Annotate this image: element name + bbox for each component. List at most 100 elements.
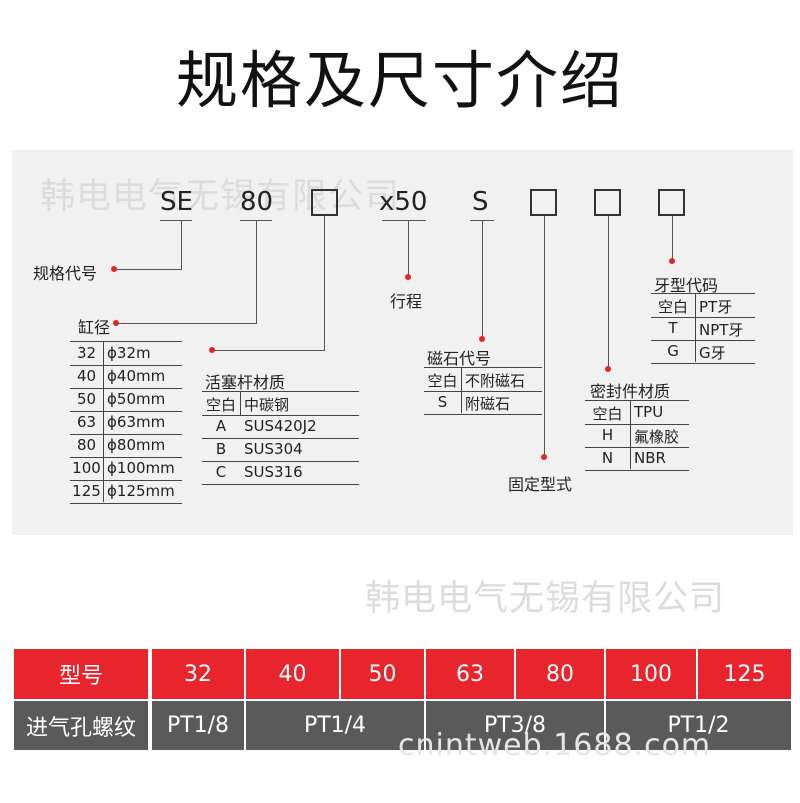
model-cell-32: 32	[152, 649, 244, 699]
bore_table-code-5: 100	[72, 459, 101, 477]
rod_table-value-2: SUS304	[244, 440, 303, 458]
label-mount: 固定型式	[508, 475, 573, 494]
rod_table-code-3: C	[215, 463, 227, 481]
bore_table-value-4: ϕ80mm	[107, 436, 166, 454]
code-stroke: x50	[379, 187, 428, 217]
model-cell-50: 50	[341, 649, 424, 699]
dot-seal	[605, 366, 611, 372]
seal_table-value-1: 氟橡胶	[634, 428, 680, 446]
thread_table-code-0: 空白	[657, 298, 688, 316]
bore_table-row-line-5	[70, 480, 182, 481]
connector-stroke	[408, 220, 409, 276]
underline-stroke	[382, 220, 426, 221]
port-cell-3: PT1/2	[606, 701, 791, 750]
code-magnet: S	[472, 187, 489, 217]
connector-seal	[608, 216, 609, 368]
model-cell-100: 100	[606, 649, 696, 699]
label-bore: 缸径	[78, 318, 111, 337]
label-stroke: 行程	[390, 292, 423, 311]
bore_table-value-2: ϕ50mm	[107, 390, 166, 408]
code-box-rod	[311, 189, 338, 216]
watermark-url: cnintweb.1688.com	[398, 728, 712, 763]
connector-rod-h	[214, 350, 325, 351]
bore_table-value-3: ϕ63mm	[107, 413, 166, 431]
rod_table-code-2: B	[215, 440, 227, 458]
magnet-table-divider	[461, 367, 462, 413]
connector-thread	[672, 216, 673, 260]
seal_table-code-2: N	[601, 449, 614, 467]
bore_table-row-line-6	[70, 503, 182, 504]
connector-magnet	[482, 220, 483, 338]
seal-table-top	[585, 400, 689, 401]
bore_table-row-line-4	[70, 457, 182, 458]
magnet_table-code-0: 空白	[427, 372, 458, 390]
model-cell-80: 80	[516, 649, 604, 699]
thread_table-row-line-0	[651, 317, 755, 318]
thread_table-row-line-1	[651, 340, 755, 341]
code-box-seal	[594, 189, 621, 216]
rod_table-row-line-3	[202, 484, 359, 485]
bore_table-code-4: 80	[76, 436, 97, 454]
connector-mount	[544, 216, 545, 456]
rod_table-value-3: SUS316	[244, 463, 303, 481]
rod_table-row-line-0	[202, 415, 359, 416]
bore_table-row-line-2	[70, 411, 182, 412]
seal_table-value-0: TPU	[634, 403, 664, 421]
bore_table-code-2: 50	[76, 390, 97, 408]
thread-table-divider	[695, 293, 696, 362]
bore_table-row-line-1	[70, 388, 182, 389]
thread_table-code-1: T	[668, 319, 678, 337]
thread_table-code-2: G	[667, 342, 679, 360]
label-rod-material: 活塞杆材质	[205, 373, 286, 392]
dot-rod	[209, 347, 215, 353]
port-cell-0: PT1/8	[152, 701, 244, 750]
code-box-mount	[530, 189, 557, 216]
rod_table-value-1: SUS420J2	[244, 417, 317, 435]
bore_table-code-1: 40	[76, 367, 97, 385]
thread_table-value-0: PT牙	[699, 298, 733, 316]
label-thread-code: 牙型代码	[654, 276, 719, 295]
dot-mount	[541, 454, 547, 460]
seal_table-code-1: H	[601, 426, 614, 444]
magnet_table-row-line-1	[424, 414, 542, 415]
bore_table-code-0: 32	[76, 344, 97, 362]
seal-table-divider	[630, 400, 631, 469]
seal_table-row-line-2	[585, 470, 689, 471]
code-prefix: SE	[160, 187, 193, 217]
bore_table-row-line-3	[70, 434, 182, 435]
header-model: 型号	[14, 649, 150, 699]
connector-bore	[256, 220, 257, 324]
bore_table-code-3: 63	[76, 413, 97, 431]
dot-spec	[111, 266, 117, 272]
code-box-thread	[658, 189, 685, 216]
bore_table-value-5: ϕ100mm	[107, 459, 175, 477]
rod_table-code-1: A	[215, 417, 227, 435]
rod-table-divider	[240, 391, 241, 415]
thread_table-value-2: G牙	[699, 344, 726, 362]
page-title: 规格及尺寸介绍	[175, 44, 624, 117]
magnet_table-row-line-0	[424, 391, 542, 392]
bore_table-code-6: 125	[72, 482, 101, 500]
magnet_table-value-1: 附磁石	[465, 395, 511, 413]
label-spec-code: 规格代号	[33, 264, 98, 283]
watermark-top: 韩电电气无锡有限公司	[40, 177, 401, 217]
model-cell-125: 125	[698, 649, 791, 699]
thread-table-top	[651, 293, 755, 294]
rod_table-row-line-2	[202, 461, 359, 462]
bore-table-divider	[103, 341, 104, 502]
underline-prefix	[160, 220, 192, 221]
label-magnet-code: 磁石代号	[427, 349, 492, 368]
rod_table-value-0: 中碳钢	[244, 396, 290, 414]
header-port: 进气孔螺纹	[14, 701, 150, 750]
dot-magnet	[479, 336, 485, 342]
bore_table-value-0: ϕ32m	[107, 344, 151, 362]
magnet-table-top	[424, 367, 542, 368]
rod_table-code-0: 空白	[205, 396, 236, 414]
dot-stroke	[405, 274, 411, 280]
magnet_table-value-0: 不附磁石	[465, 372, 526, 390]
thread_table-value-1: NPT牙	[699, 321, 744, 339]
seal_table-code-0: 空白	[592, 405, 623, 423]
dot-bore	[113, 320, 119, 326]
bore_table-value-1: ϕ40mm	[107, 367, 166, 385]
